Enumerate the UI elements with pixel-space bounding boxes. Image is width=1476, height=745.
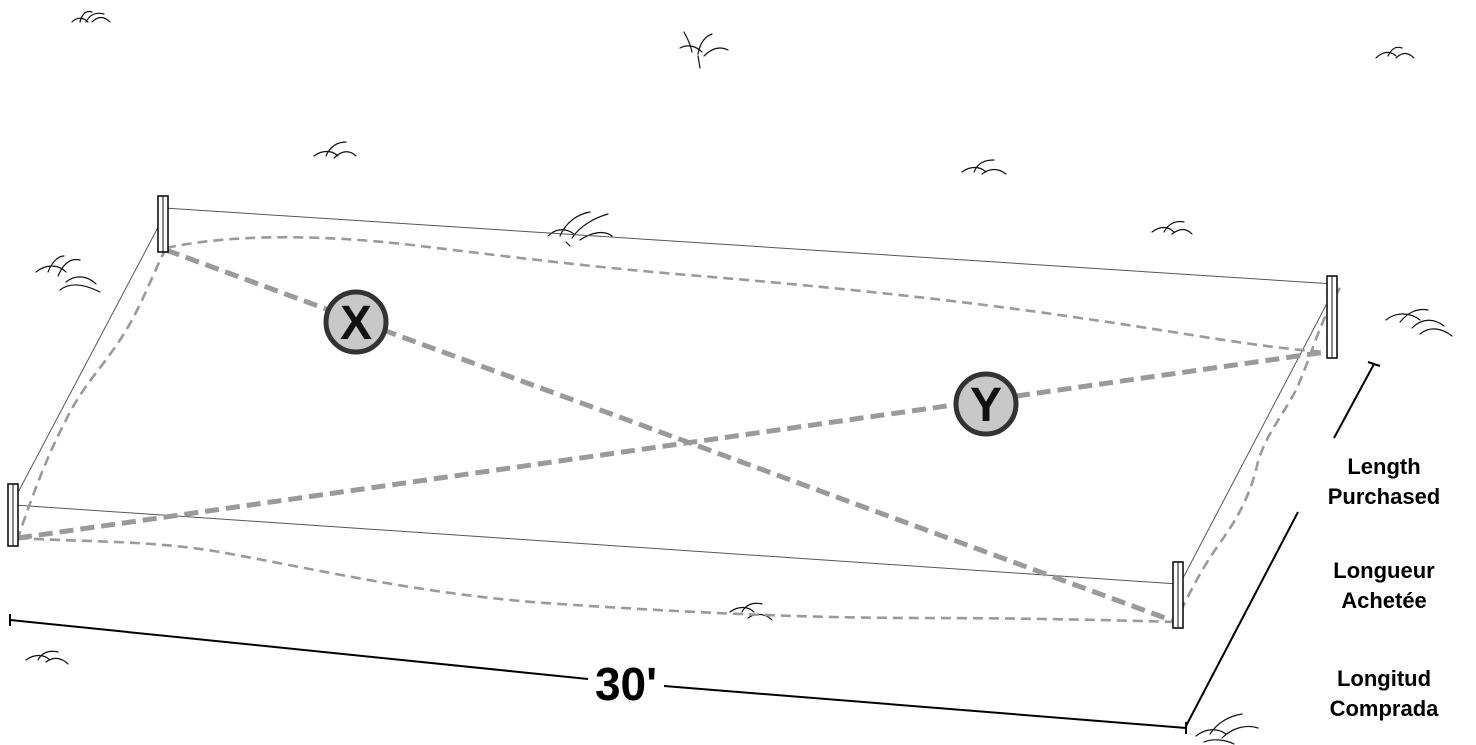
marker-x-letter: X xyxy=(340,297,372,350)
stake-top-left xyxy=(157,195,169,253)
grass-tuft xyxy=(313,141,357,159)
length-label-en-1: Length xyxy=(1347,454,1420,479)
marker-y-circle xyxy=(953,371,1019,437)
stake-top-right xyxy=(1326,275,1338,359)
string-right xyxy=(1181,289,1335,581)
length-label-fr-1: Longueur xyxy=(1333,558,1435,583)
grass-tuft xyxy=(25,650,69,665)
length-labels: Length Purchased Longueur Achetée Longit… xyxy=(1328,454,1441,721)
grass-tuft xyxy=(961,159,1007,175)
string-left xyxy=(13,215,165,501)
marker-y-letter: Y xyxy=(970,379,1002,432)
stake-bottom-left xyxy=(7,483,19,547)
dashed-edge-bottom xyxy=(17,536,1177,624)
stakes xyxy=(7,195,1338,629)
string-bottom xyxy=(13,504,1179,585)
marker-x-circle xyxy=(323,289,389,355)
stake-bottom-right xyxy=(1172,561,1184,629)
grass-tuft xyxy=(1385,308,1453,337)
diagonal-y-line xyxy=(17,349,1327,541)
dashed-edge-right xyxy=(1174,287,1342,623)
diagonal-measurements xyxy=(17,247,1327,625)
grass-tuft xyxy=(1195,713,1259,745)
length-dimension-line-lower xyxy=(1185,511,1299,727)
string-outline xyxy=(13,207,1335,585)
grass-tuft xyxy=(1151,220,1193,235)
grass-tufts xyxy=(25,10,1453,745)
grass-tuft xyxy=(1375,46,1415,59)
width-dimension-label: 30' xyxy=(595,658,657,710)
grass-tuft xyxy=(679,31,729,69)
marker-y: Y xyxy=(953,371,1019,437)
grass-tuft xyxy=(35,255,101,293)
width-dimension: 30' xyxy=(9,614,1187,734)
string-top xyxy=(163,207,1335,285)
grass-tuft xyxy=(547,211,613,247)
grass-tuft xyxy=(71,10,111,23)
grass-tuft xyxy=(729,602,773,621)
dashed-perimeter xyxy=(16,235,1342,624)
width-dimension-line-right xyxy=(663,685,1187,729)
diagonal-x-line xyxy=(165,247,1177,625)
length-label-es-2: Comprada xyxy=(1330,696,1440,721)
length-label-en-2: Purchased xyxy=(1328,484,1441,509)
length-label-es-1: Longitud xyxy=(1337,666,1431,691)
dashed-edge-left xyxy=(16,247,168,539)
length-label-fr-2: Achetée xyxy=(1341,588,1427,613)
dashed-edge-top xyxy=(165,235,1327,354)
length-dimension xyxy=(1185,361,1381,727)
width-dimension-line-left xyxy=(9,619,589,680)
length-dimension-tick-top xyxy=(1367,361,1381,367)
length-dimension-line-upper xyxy=(1333,363,1375,439)
marker-x: X xyxy=(323,289,389,355)
